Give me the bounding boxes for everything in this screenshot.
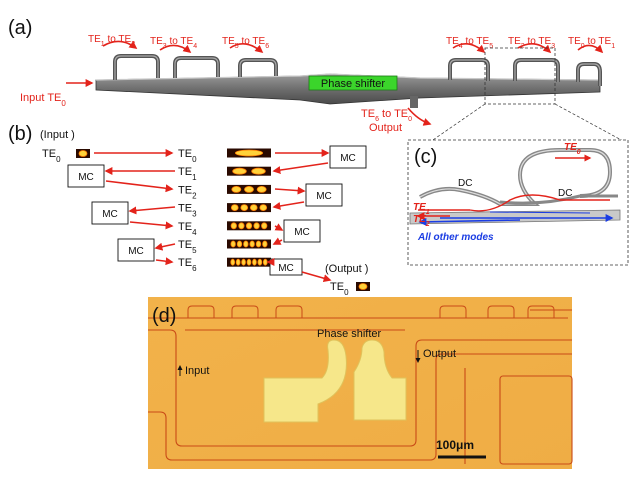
output-arrow [407,107,432,126]
mc-box-2 [305,183,343,207]
panel-b-label: (b) [8,123,32,145]
mode-profile-3 [227,203,271,213]
arrow-mc-6 [155,257,174,266]
arrow-3-mc [128,206,176,215]
mc-box-0 [329,145,367,169]
phase-shifter-label: Phase shifter [321,78,386,90]
conversion-label-5: TE0 to TE1 [568,36,615,50]
mode-label-3: TE3 [178,203,197,219]
d-phase-shifter-label: Phase shifter [317,328,382,340]
conversion-label-1: TE3 to TE4 [150,36,197,50]
arrow-mc-3 [272,201,305,210]
arrow-2-mc [274,186,306,195]
input-mode-label: TE0 [42,148,61,164]
c-te1-label: TE1 [413,202,430,216]
panel-a-label: (a) [8,17,32,39]
mode-label-6: TE6 [178,257,197,273]
mc-label-4: MC [294,227,310,238]
output-note: (Output ) [325,263,368,275]
mc-label-6: MC [278,263,294,274]
arrow-mc-4 [129,221,174,230]
arrow-5-mc [154,242,176,251]
mc-label-0: MC [340,153,356,164]
c-te2-label: TE2 [413,214,430,228]
output-conversion-label: TE6 to TE0 [361,108,412,123]
d-input-label: Input [185,365,209,377]
mode-profile-1 [227,166,271,176]
chip-photo [148,297,573,469]
coupler-detail [409,148,621,226]
zoom-box [484,47,556,105]
mode-label-0: TE0 [178,148,197,164]
panel-d-label: (d) [152,305,176,327]
conversion-label-2: TE5 to TE6 [222,36,269,50]
input-note: (Input ) [40,129,75,141]
conversion-labels: TE1 to TE2 TE3 to TE4 TE5 to TE6 TE4 to TE5… [88,34,615,50]
mode-label-5: TE5 [178,239,197,255]
d-output-label: Output [423,348,456,360]
arrow-mc-out [301,271,332,283]
mc-label-3: MC [102,209,118,220]
c-dc-right: DC [558,188,572,199]
mc-box-1 [67,164,105,188]
c-te0-label: TE0 [564,142,581,156]
output-mode-label: TE0 [330,281,349,297]
mode-ladder: TE0TE1TE2TE3TE4TE5TE6MCMCMCMCMCMCMCTE0TE… [42,145,370,297]
input-label: Input TE0 [20,92,66,108]
mode-label-1: TE1 [178,166,197,182]
mode-label-4: TE4 [178,221,197,237]
scale-label: 100μm [436,438,474,452]
mc-label-1: MC [78,172,94,183]
arrow-mc-2 [105,180,174,193]
mc-box-4 [283,219,321,243]
phase-shifter-pad [308,75,398,91]
c-other-modes: All other modes [417,232,494,243]
mc-box-3 [91,201,129,225]
conversion-arrows [102,40,604,54]
arrow-mc-5 [272,237,283,245]
zoom-line-right [554,103,626,143]
output-label: Output [369,122,402,134]
mc-box-6 [269,258,303,276]
mc-box-5 [117,238,155,262]
c-dc-left: DC [458,178,472,189]
conversion-label-0: TE1 to TE2 [88,34,135,48]
arrow-mc-1 [272,162,329,175]
mode-profile-5 [227,239,271,249]
panel-c-label: (c) [414,146,437,168]
mc-label-2: MC [316,191,332,202]
zoom-line-left [429,103,486,143]
mc-label-5: MC [128,246,144,257]
conversion-label-4: TE2 to TE3 [508,36,555,50]
mode-label-2: TE2 [178,184,197,200]
arrow-4-mc [274,223,284,231]
conversion-label-3: TE4 to TE5 [446,36,493,50]
